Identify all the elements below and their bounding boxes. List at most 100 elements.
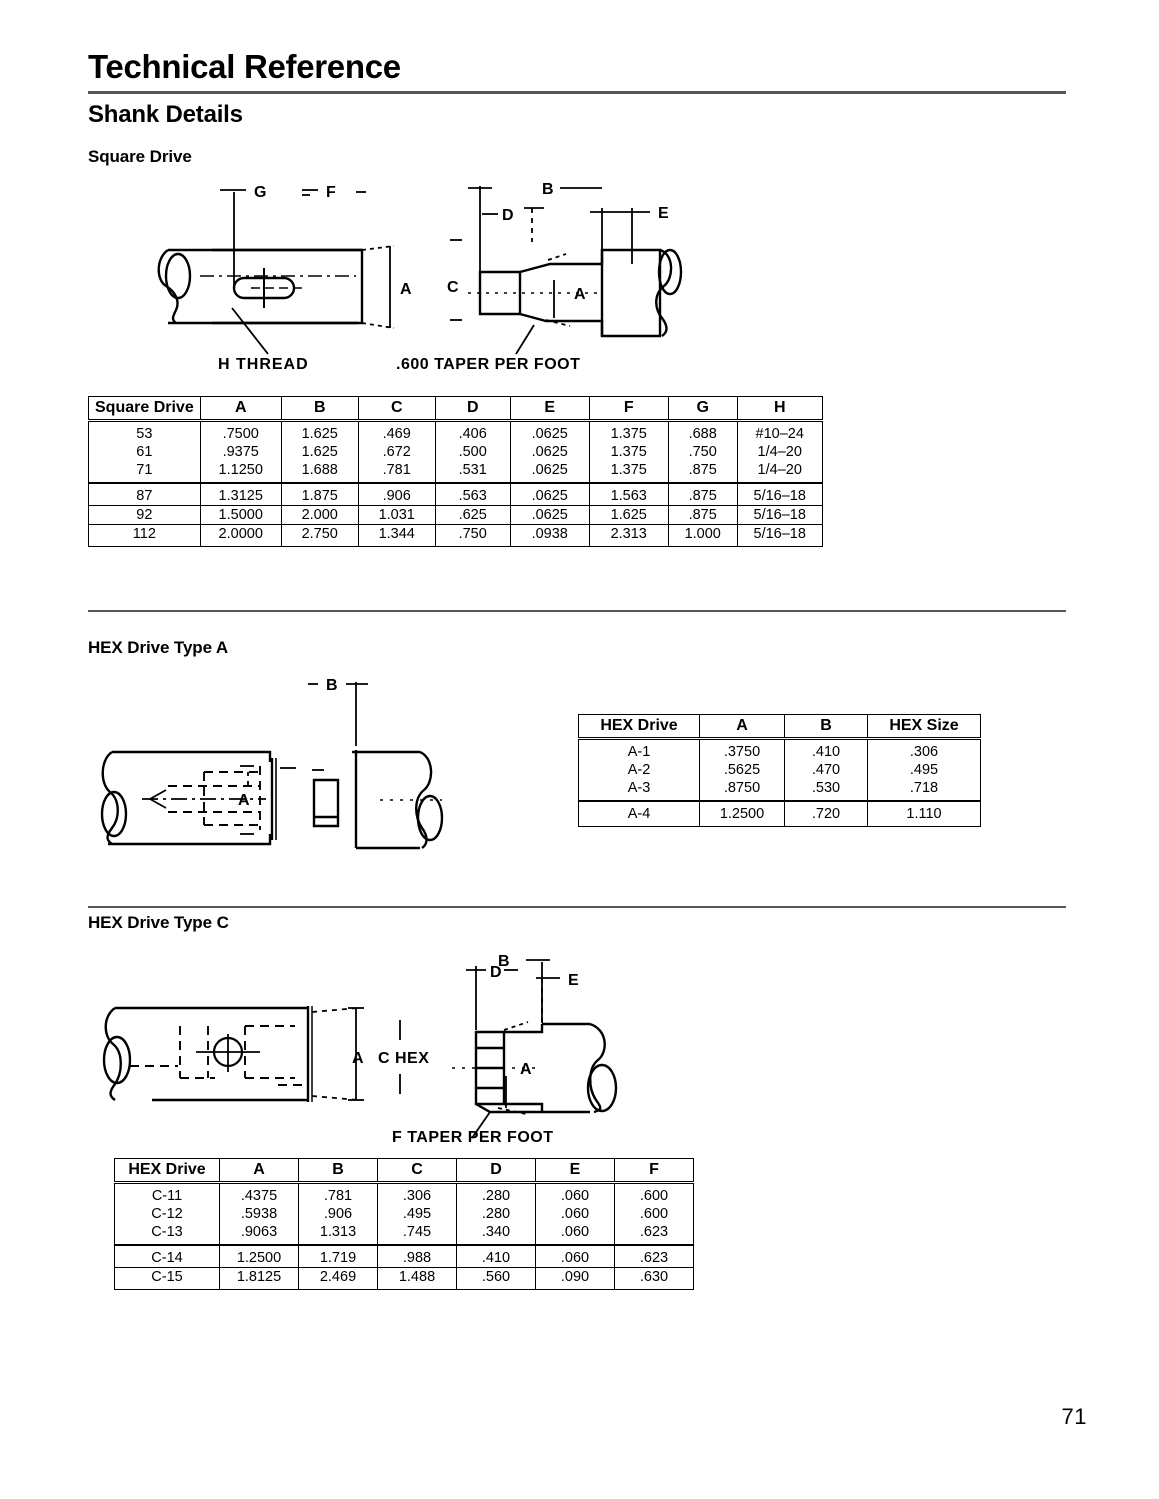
col-hex-drive: HEX Drive <box>578 713 700 741</box>
cell: .060 <box>535 1245 615 1269</box>
table-group: A-4 1.2500 .720 1.110 <box>578 801 981 828</box>
cell: 1.000 <box>667 524 738 548</box>
section-divider-1 <box>88 610 1066 612</box>
cell: .672 <box>357 443 436 462</box>
cell: .530 <box>784 779 868 802</box>
cell: 5/16–18 <box>736 524 823 548</box>
label-a-left: A <box>400 281 412 298</box>
label-taper-hexc: F TAPER PER FOOT <box>392 1129 553 1146</box>
table-row: 112 2.0000 2.750 1.344 .750 .0938 2.313 … <box>88 524 823 548</box>
cell: 1/4–20 <box>736 461 823 484</box>
table-header-row: HEX Drive A B C D E F <box>114 1157 694 1185</box>
cell: .469 <box>357 420 436 444</box>
subsection-heading-square-drive: Square Drive <box>88 147 192 166</box>
cell: 1.625 <box>588 505 669 526</box>
label-g: G <box>254 184 266 201</box>
cell: .625 <box>434 505 511 526</box>
label-b-hexa: B <box>326 677 338 694</box>
table-row: 87 1.3125 1.875 .906 .563 .0625 1.563 .8… <box>88 483 823 507</box>
cell: .340 <box>456 1223 536 1246</box>
cell: .688 <box>667 420 738 444</box>
cell: .875 <box>667 461 738 484</box>
cell: .280 <box>456 1182 536 1206</box>
cell: .560 <box>456 1267 536 1291</box>
col-b: B <box>298 1157 378 1185</box>
table-row: 61 .9375 1.625 .672 .500 .0625 1.375 .75… <box>88 443 823 462</box>
label-e-hexc: E <box>568 972 579 989</box>
label-c: C <box>447 279 459 296</box>
cell: .623 <box>614 1223 694 1246</box>
col-hex-size: HEX Size <box>867 713 981 741</box>
hex-drive-a-table: HEX Drive A B HEX Size A-1 .3750 .410 .3… <box>578 713 981 828</box>
subsection-heading-hex-type-a: HEX Drive Type A <box>88 638 229 657</box>
cell: 1.688 <box>280 461 359 484</box>
label-a-hexc-right: A <box>520 1061 532 1078</box>
square-drive-diagram: G F A H THREAD <box>150 168 710 383</box>
cell: 1.375 <box>588 420 669 444</box>
cell: .406 <box>434 420 511 444</box>
table-group: 53 .7500 1.625 .469 .406 .0625 1.375 .68… <box>88 420 823 484</box>
cell: C-15 <box>114 1267 220 1291</box>
cell: 2.0000 <box>199 524 282 548</box>
cell: .495 <box>377 1205 457 1224</box>
col-b: B <box>784 713 868 741</box>
cell: 112 <box>88 524 201 548</box>
col-f: F <box>588 395 669 423</box>
cell: 5/16–18 <box>736 505 823 526</box>
cell: .531 <box>434 461 511 484</box>
table-row: 92 1.5000 2.000 1.031 .625 .0625 1.625 .… <box>88 505 823 526</box>
label-d: D <box>502 207 514 224</box>
cell: .8750 <box>699 779 785 802</box>
col-h: H <box>736 395 823 423</box>
square-drive-table: Square Drive A B C D E F G H 53 .7500 1.… <box>88 395 823 548</box>
cell: 5/16–18 <box>736 483 823 507</box>
col-f: F <box>614 1157 694 1185</box>
table-row: A-4 1.2500 .720 1.110 <box>578 801 981 828</box>
cell: .600 <box>614 1182 694 1206</box>
cell: A-2 <box>578 761 700 780</box>
cell: .0625 <box>509 483 590 507</box>
cell: 71 <box>88 461 201 484</box>
cell: 1.375 <box>588 461 669 484</box>
hex-drive-c-diagram: A C HEX <box>90 948 635 1148</box>
cell: 1.625 <box>280 420 359 444</box>
table-group: 87 1.3125 1.875 .906 .563 .0625 1.563 .8… <box>88 483 823 548</box>
table-header-row: HEX Drive A B HEX Size <box>578 713 981 741</box>
label-d-hexc: D <box>490 964 502 981</box>
cell: 1/4–20 <box>736 443 823 462</box>
col-e: E <box>509 395 590 423</box>
table-row: A-2 .5625 .470 .495 <box>578 761 981 780</box>
col-square-drive: Square Drive <box>88 395 201 423</box>
cell: .9375 <box>199 443 282 462</box>
col-c: C <box>357 395 436 423</box>
label-e: E <box>658 205 669 222</box>
cell: 2.313 <box>588 524 669 548</box>
cell: 1.719 <box>298 1245 378 1269</box>
table-row: A-1 .3750 .410 .306 <box>578 738 981 762</box>
cell: .410 <box>784 738 868 762</box>
cell: 1.488 <box>377 1267 457 1291</box>
cell: .495 <box>867 761 981 780</box>
cell: .090 <box>535 1267 615 1291</box>
cell: C-12 <box>114 1205 220 1224</box>
cell: .630 <box>614 1267 694 1291</box>
cell: .875 <box>667 483 738 507</box>
cell: .5625 <box>699 761 785 780</box>
cell: 53 <box>88 420 201 444</box>
table-row: A-3 .8750 .530 .718 <box>578 779 981 802</box>
cell: .600 <box>614 1205 694 1224</box>
cell: 2.469 <box>298 1267 378 1291</box>
cell: A-1 <box>578 738 700 762</box>
cell: .500 <box>434 443 511 462</box>
cell: C-11 <box>114 1182 220 1206</box>
cell: 1.625 <box>280 443 359 462</box>
label-a-right: A <box>574 286 586 303</box>
cell: C-14 <box>114 1245 220 1269</box>
cell: 92 <box>88 505 201 526</box>
col-b: B <box>280 395 359 423</box>
cell: .470 <box>784 761 868 780</box>
page-number: 71 <box>1061 1404 1087 1429</box>
cell: .623 <box>614 1245 694 1269</box>
cell: .060 <box>535 1205 615 1224</box>
col-g: G <box>667 395 738 423</box>
